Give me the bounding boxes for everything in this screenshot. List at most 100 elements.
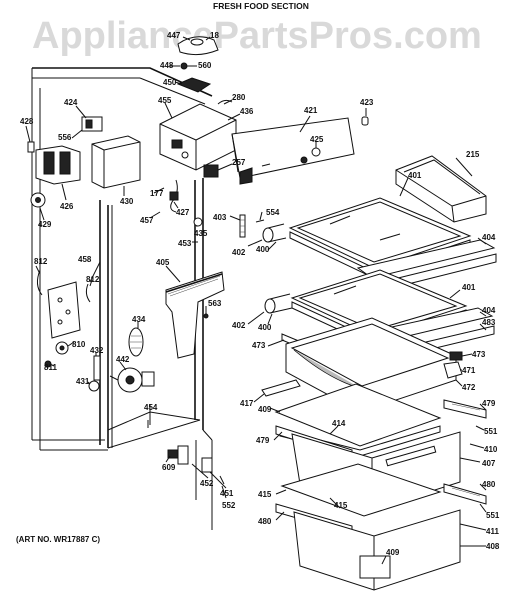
callout-472: 472: [462, 383, 476, 392]
callout-415-right: 415: [334, 501, 348, 510]
watermark-text: AppliancePartsPros.com: [32, 15, 482, 57]
switch-257: [203, 164, 219, 178]
cover-471: [443, 361, 463, 379]
art-number: (ART NO. WR17887 C): [16, 535, 100, 544]
callout-483: 483: [482, 318, 496, 327]
callout-471: 471: [462, 366, 476, 375]
callout-810: 810: [72, 340, 86, 349]
callout-409-lower: 409: [386, 548, 400, 557]
callout-442: 442: [116, 355, 130, 364]
callout-429: 429: [38, 220, 52, 229]
callout-811: 811: [44, 363, 57, 372]
callout-428: 428: [20, 117, 34, 126]
callout-479-right: 479: [482, 399, 496, 408]
callout-454: 454: [144, 403, 158, 412]
callout-431: 431: [76, 377, 90, 386]
callout-400-top: 400: [256, 245, 270, 254]
callout-404-lower: 404: [482, 306, 496, 315]
thermostat-435: [193, 217, 203, 227]
callout-177: 177: [150, 189, 164, 198]
callout-430: 430: [120, 197, 134, 206]
shelf-support-403: [239, 214, 246, 238]
diagram-title: FRESH FOOD SECTION: [213, 1, 309, 11]
callout-551-top: 551: [484, 427, 498, 436]
callout-812-left: 812: [34, 257, 48, 266]
callout-257: 257: [232, 158, 246, 167]
pan-cover-409-top: [274, 383, 442, 447]
clip-609: [167, 449, 179, 459]
callout-423: 423: [360, 98, 374, 107]
callout-411: 411: [486, 527, 499, 536]
clip-473: [449, 351, 463, 361]
callout-407: 407: [482, 459, 496, 468]
callout-421: 421: [304, 106, 318, 115]
callout-401-top: 401: [408, 171, 422, 180]
callout-401-lower: 401: [462, 283, 476, 292]
callout-405: 405: [156, 258, 170, 267]
callout-479-left: 479: [256, 436, 270, 445]
control-panel-421: [231, 117, 355, 185]
plug-431: [88, 380, 100, 392]
air-duct-405: [165, 271, 225, 359]
callout-609: 609: [162, 463, 176, 472]
callout-563: 563: [208, 299, 222, 308]
callout-436: 436: [240, 107, 254, 116]
callout-473-right: 473: [472, 350, 486, 359]
callout-432: 432: [90, 346, 104, 355]
callout-417: 417: [240, 399, 254, 408]
callout-18: 18: [210, 31, 219, 40]
housing-430: [91, 135, 141, 189]
callout-280: 280: [232, 93, 246, 102]
callout-448: 448: [160, 61, 174, 70]
callout-480-left: 480: [258, 517, 272, 526]
grille-434: [128, 327, 144, 357]
fan-429: [30, 192, 46, 208]
callout-402-lower: 402: [232, 321, 246, 330]
callout-427: 427: [176, 208, 190, 217]
callout-458: 458: [78, 255, 92, 264]
drawer-408: [293, 509, 461, 591]
cabinet-liner: [31, 67, 213, 530]
callout-480-right: 480: [482, 480, 496, 489]
pan-cover-415: [280, 463, 442, 517]
callout-554: 554: [266, 208, 280, 217]
callout-414: 414: [332, 419, 346, 428]
control-housing-436: [159, 103, 237, 171]
callout-426: 426: [60, 202, 74, 211]
bracket-452: [177, 445, 189, 465]
callout-457: 457: [140, 216, 154, 225]
screw-552: [219, 475, 225, 485]
fan-motor-442: [109, 367, 155, 393]
callout-451: 451: [220, 489, 234, 498]
callout-labels: 447 18 448 560 450 280 455 436 421 423 4…: [20, 31, 500, 557]
callout-410: 410: [484, 445, 498, 454]
callout-424: 424: [64, 98, 78, 107]
shelf-slide-402-lower: [264, 293, 293, 314]
callout-812-right: 812: [86, 275, 100, 284]
dairy-bin-215: [395, 155, 487, 223]
damper-assembly-426: [27, 116, 103, 185]
slide-480-right: [443, 483, 487, 505]
slide-479-right: [443, 399, 487, 419]
callout-415-left: 415: [258, 490, 272, 499]
sensor-432: [93, 355, 101, 381]
light-shield-447: [177, 36, 219, 56]
wire-280: [217, 99, 233, 105]
callout-434: 434: [132, 315, 146, 324]
wire-harness-427: [169, 179, 179, 213]
callout-408: 408: [486, 542, 500, 551]
grommet-810: [55, 341, 69, 355]
leader-lines: [25, 36, 487, 565]
roller-417: [261, 379, 301, 397]
callout-455: 455: [158, 96, 172, 105]
callout-435: 435: [194, 229, 208, 238]
callout-453: 453: [178, 239, 192, 248]
callout-560: 560: [198, 61, 212, 70]
shelf-slide-402-top: [262, 223, 287, 243]
knob-448: [180, 62, 197, 70]
callout-409-top: 409: [258, 405, 272, 414]
cover-panel-458: [47, 281, 81, 339]
callout-404-top: 404: [482, 233, 496, 242]
bulb-423: [361, 116, 369, 126]
callout-403: 403: [213, 213, 227, 222]
